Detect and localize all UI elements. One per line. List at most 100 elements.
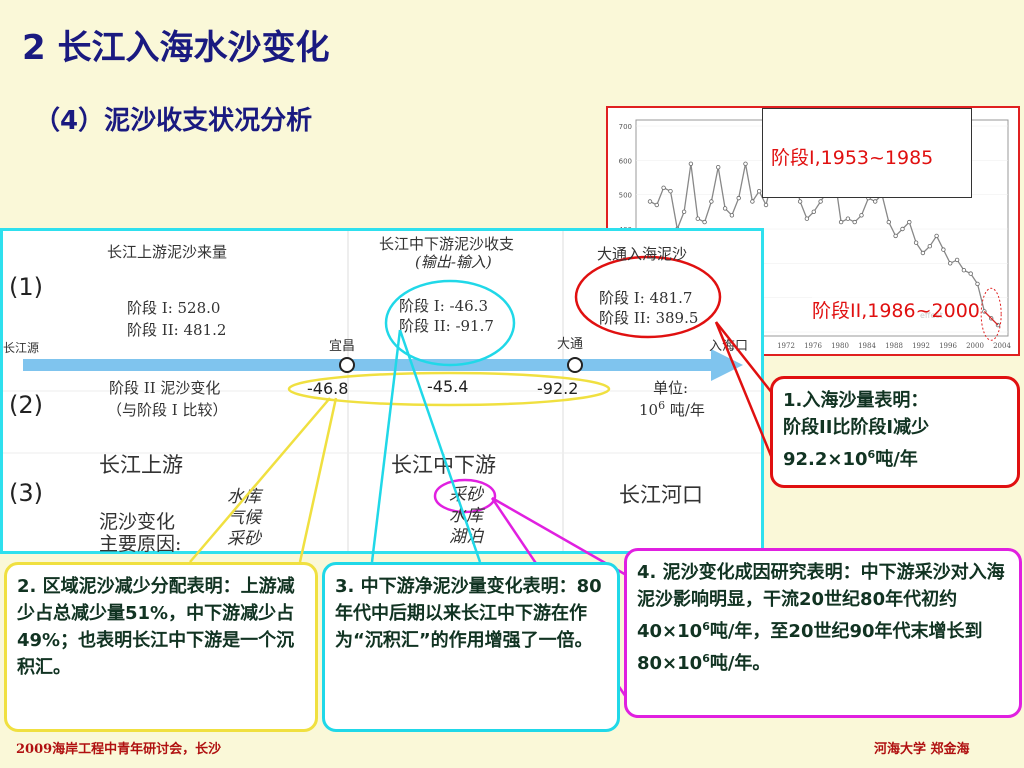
series-point: [797, 199, 803, 204]
stage1-label-box: 阶段I,1953~1985: [762, 108, 972, 198]
footer-conference: 2009海岸工程中青年研讨会，长沙: [16, 742, 222, 757]
change-sub: （与阶段 I 比较）: [107, 401, 228, 419]
region-mid: 长江中下游: [391, 453, 496, 477]
x-tick-label: 1972: [777, 342, 795, 350]
reason-upstream-item: 采砂: [227, 529, 261, 549]
mouth-stage1: 阶段 I: 481.7: [599, 289, 693, 307]
series-point: [886, 219, 891, 225]
reason-mid-item: 采砂: [449, 485, 483, 505]
series-point: [954, 257, 960, 263]
series-point: [804, 216, 810, 221]
series-point: [750, 199, 755, 204]
series-point: [668, 188, 673, 194]
change-title: 阶段 II 泥沙变化: [109, 379, 221, 397]
recent-segment: [983, 310, 999, 326]
yichang-node: [339, 357, 355, 373]
x-tick-label: 2004: [993, 342, 1011, 350]
callout-1-line-1: 1.入海沙量表明：: [783, 390, 929, 411]
series-point: [934, 233, 939, 239]
river-source-label: 长江源: [3, 341, 40, 355]
callout-1-line-2: 阶段II比阶段I减少: [783, 417, 930, 438]
series-point: [661, 185, 666, 190]
reason-upstream-item: 水库: [227, 487, 261, 507]
series-point: [818, 199, 823, 204]
mouth-ellipse: [574, 255, 722, 339]
row-1-label: (1): [9, 273, 43, 301]
up-stage1: 阶段 I: 528.0: [127, 299, 221, 317]
header-upstream: 长江上游泥沙来量: [107, 243, 228, 261]
series-point: [729, 213, 735, 218]
series-point: [893, 233, 898, 239]
x-tick-label: 1976: [804, 342, 822, 350]
footer-author: 河海大学 郑金海: [874, 742, 970, 757]
series-point: [975, 281, 980, 287]
change-upstream-value: -46.8: [307, 379, 349, 398]
x-tick-label: 1992: [912, 342, 930, 350]
series-point: [873, 199, 878, 204]
river-mouth-label: 入海口: [709, 339, 749, 354]
x-tick-label: 1996: [939, 342, 957, 350]
row-2-label: (2): [9, 391, 43, 419]
series-point: [763, 202, 769, 208]
yichang-label: 宜昌: [329, 339, 356, 354]
series-point: [654, 202, 659, 208]
sediment-budget-diagram: 长江上游泥沙来量 长江中下游泥沙收支 (输出-输入) 大通入海泥沙 (1) (2…: [0, 228, 764, 555]
callout-2: 2. 区域泥沙减少分配表明：上游减少占总减少量51%，中下游减少占49%；也表明…: [4, 562, 318, 732]
page-title: 2 长江入海水沙变化: [22, 28, 330, 68]
reason-upstream-item: 气候: [227, 508, 261, 528]
series-point: [647, 199, 653, 204]
header-mid: 长江中下游泥沙收支: [379, 235, 515, 253]
series-point: [756, 188, 762, 194]
reason-title-2: 主要原因:: [99, 533, 182, 555]
x-tick-label: 1984: [858, 342, 876, 350]
series-point: [681, 209, 687, 214]
series-point: [913, 240, 919, 245]
header-mouth: 大通入海泥沙: [597, 245, 688, 263]
series-point: [702, 219, 707, 225]
series-point: [845, 216, 851, 221]
reason-title-1: 泥沙变化: [99, 511, 176, 533]
series-point: [715, 165, 721, 170]
callout-1-line-3: 92.2×106吨/年: [783, 441, 1007, 473]
row-3-label: (3): [9, 479, 43, 507]
series-point: [900, 226, 905, 232]
section-subtitle: （4）泥沙收支状况分析: [34, 106, 313, 136]
series-point: [961, 267, 967, 273]
region-mouth: 长江河口: [619, 483, 703, 507]
callout-1-exp: 6: [867, 448, 876, 461]
series-point: [927, 243, 932, 249]
unit-base: 10: [639, 401, 659, 419]
series-point: [859, 213, 864, 218]
y-tick-label: 700: [619, 123, 632, 131]
series-point: [968, 271, 973, 276]
y-tick-label: 500: [619, 192, 632, 200]
region-upstream: 长江上游: [99, 453, 183, 477]
callout-4-part-a: 4. 泥沙变化成因研究表明：中下游采沙对入海泥沙影响明显，干流20世纪80年代初…: [637, 562, 1005, 642]
series-point: [838, 219, 844, 225]
callout-4-part-c: 吨/年。: [709, 653, 771, 674]
x-tick-label: 2000: [966, 342, 984, 350]
stage1-label: 阶段I,1953~1985: [771, 147, 934, 169]
change-lower-value: -92.2: [537, 379, 579, 398]
mid-stage2: 阶段 II: -91.7: [399, 317, 494, 335]
callout-4-exp-2: 6: [702, 652, 710, 665]
x-tick-label: 1988: [885, 342, 903, 350]
reason-mid-item: 湖泊: [449, 527, 483, 547]
change-mid-value: -45.4: [427, 377, 469, 396]
unit-exp: 6: [658, 399, 666, 412]
callout-4-part-b: 吨/年，至20世纪90年代末增长到80×10: [637, 621, 983, 674]
x-tick-label: 1980: [831, 342, 849, 350]
series-point: [920, 250, 926, 256]
up-stage2: 阶段 II: 481.2: [127, 321, 227, 339]
series-point: [743, 161, 748, 166]
callout-4: 4. 泥沙变化成因研究表明：中下游采沙对入海泥沙影响明显，干流20世纪80年代初…: [624, 548, 1022, 718]
series-point: [709, 199, 714, 204]
datong-node: [567, 357, 583, 373]
datong-label: 大通: [557, 337, 584, 352]
reason-upstream-list: 水库 气候 采砂: [227, 487, 261, 550]
series-point: [736, 195, 741, 201]
callout-1-unit: 吨/年: [875, 449, 918, 470]
series-point: [695, 216, 700, 221]
callout-1-value: 92.2×10: [783, 449, 868, 470]
series-point: [852, 219, 857, 225]
